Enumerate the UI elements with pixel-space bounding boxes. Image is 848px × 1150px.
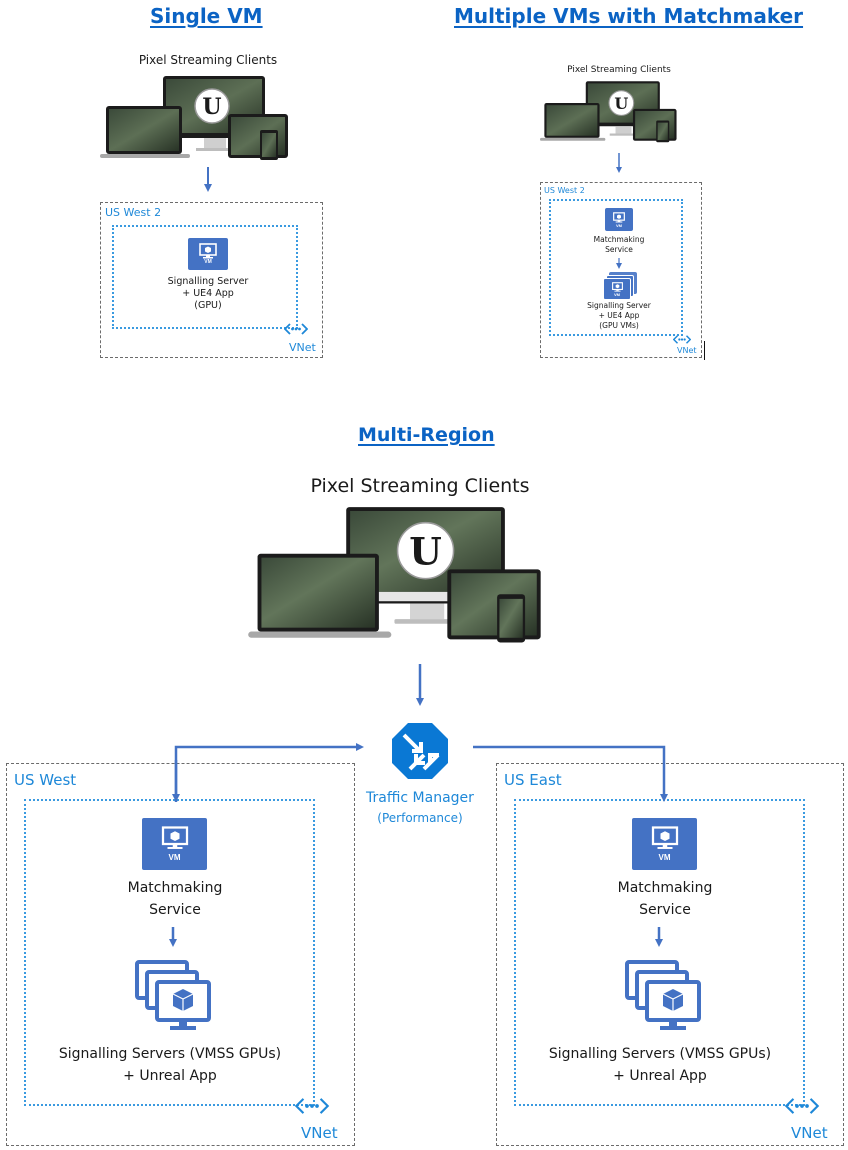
server-label-line: + UE4 App — [182, 288, 234, 299]
servers-label-line: Signalling Servers (VMSS GPUs) — [58, 1046, 282, 1062]
multiple-vms-title: Multiple VMs with Matchmaker — [454, 4, 804, 28]
single-vm-vnet-box — [112, 225, 298, 329]
us-west-region-label: US West — [14, 771, 77, 789]
vnet-icon — [283, 322, 309, 336]
single-vm-region-label: US West 2 — [105, 206, 162, 219]
us-east-region-box — [496, 763, 844, 1146]
us-west-vmss-icon — [134, 959, 212, 1033]
multiple-vms-client-devices-image: U — [540, 78, 678, 144]
vm-icon-text: VM — [616, 222, 622, 228]
matchmaker-label-line: Service — [639, 902, 691, 918]
single-vm-clients-label: Pixel Streaming Clients — [138, 53, 278, 67]
single-vm-client-devices-image: U — [100, 72, 290, 162]
single-vm-vnet-label: VNet — [289, 341, 316, 354]
text-cursor-divider — [704, 341, 705, 360]
us-west-servers-label: Signalling Servers (VMSS GPUs) + Unreal … — [30, 1043, 310, 1087]
us-east-matchmaker-label: Matchmaking Service — [590, 877, 740, 921]
us-west-matchmaker-label: Matchmaking Service — [100, 877, 250, 921]
vnet-icon — [783, 1096, 821, 1116]
multiple-vms-matchmaker-vm-icon: VM — [605, 208, 633, 231]
vm-icon-text: VM — [168, 853, 181, 862]
vm-icon-text: VM — [614, 291, 620, 297]
server-label-line: Signalling Server — [587, 301, 651, 310]
vnet-icon — [672, 332, 692, 344]
traffic-manager-icon — [390, 721, 450, 781]
vnet-icon — [293, 1096, 331, 1116]
server-label-line: (GPU VMs) — [599, 321, 639, 330]
single-vm-server-label: Signalling Server + UE4 App (GPU) — [148, 276, 268, 312]
single-vm-region-box — [100, 202, 323, 358]
multiple-vms-region-box — [540, 182, 702, 358]
matchmaker-label-line: Matchmaking — [617, 880, 713, 896]
svg-text:U: U — [202, 94, 221, 120]
matchmaker-label-line: Matchmaking — [127, 880, 223, 896]
server-label-line: (GPU) — [194, 300, 222, 311]
us-east-vmss-icon — [624, 959, 702, 1033]
us-east-matchmaker-vm-icon: VM — [632, 818, 697, 870]
matchmaker-label-line: Service — [149, 902, 201, 918]
servers-label-line: + Unreal App — [123, 1068, 217, 1084]
servers-label-line: + Unreal App — [613, 1068, 707, 1084]
client-devices-icon: U — [100, 76, 288, 160]
svg-text:U: U — [409, 530, 442, 574]
us-east-vnet-label: VNet — [791, 1124, 828, 1142]
vm-icon-text: VM — [204, 259, 212, 265]
matchmaker-label-line: Matchmaking — [593, 235, 645, 244]
multi-region-clients-label: Pixel Streaming Clients — [310, 475, 530, 497]
single-vm-vm-icon: VM — [188, 238, 228, 270]
us-east-vnet-box — [514, 799, 805, 1106]
us-west-vnet-label: VNet — [301, 1124, 338, 1142]
us-east-region-label: US East — [504, 771, 562, 789]
multi-region-title: Multi-Region — [358, 424, 495, 446]
client-devices-icon: U — [540, 81, 677, 143]
multiple-vms-server-label: Signalling Server + UE4 App (GPU VMs) — [569, 301, 669, 331]
multiple-vms-server-stack-icon: VM — [603, 272, 639, 300]
us-west-matchmaker-vm-icon: VM — [142, 818, 207, 870]
server-label-line: + UE4 App — [598, 311, 640, 320]
multiple-vms-clients-label: Pixel Streaming Clients — [567, 65, 671, 75]
server-label-line: Signalling Server — [167, 276, 249, 287]
multi-region-client-devices-image: U — [248, 504, 544, 644]
traffic-manager-mode-label: (Performance) — [377, 811, 463, 825]
multiple-vms-vnet-box — [549, 199, 683, 336]
single-vm-title: Single VM — [150, 4, 263, 28]
multiple-vms-vnet-label: VNet — [677, 346, 697, 355]
matchmaker-label-line: Service — [605, 245, 633, 254]
multiple-vms-region-label: US West 2 — [544, 186, 585, 195]
servers-label-line: Signalling Servers (VMSS GPUs) — [548, 1046, 772, 1062]
us-east-servers-label: Signalling Servers (VMSS GPUs) + Unreal … — [520, 1043, 800, 1087]
svg-text:U: U — [614, 94, 628, 113]
traffic-manager-label: Traffic Manager — [366, 790, 474, 806]
us-west-vnet-box — [24, 799, 315, 1106]
multiple-vms-matchmaker-label: Matchmaking Service — [569, 235, 669, 255]
client-devices-icon: U — [248, 507, 541, 643]
vm-icon-text: VM — [658, 853, 671, 862]
